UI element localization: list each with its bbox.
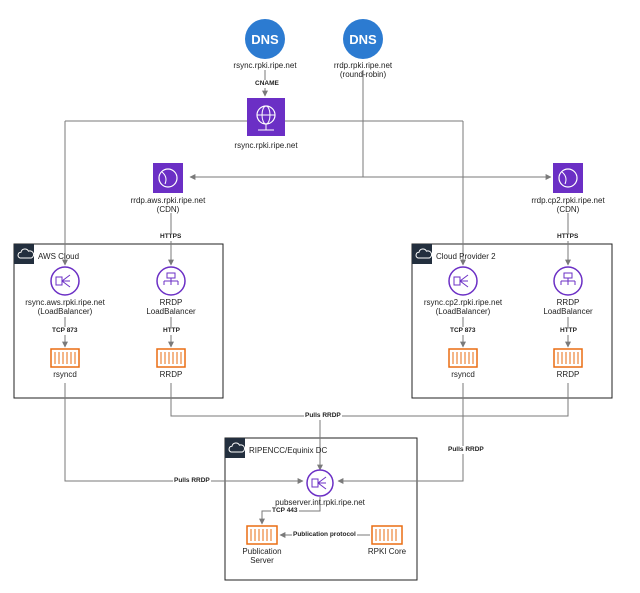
svg-text:DNS: DNS [349, 32, 377, 47]
group-title-ripencc: RIPENCC/Equinix DC [249, 446, 328, 455]
cp2-rrdp-lb-label: RRDP [556, 298, 580, 307]
cdn-cp2-sublabel: (CDN) [556, 205, 580, 214]
rpki-core-label: RPKI Core [367, 547, 407, 556]
cp2-rsync-lb-label: rsync.cp2.rpki.ripe.net [423, 298, 503, 307]
group-title-aws: AWS Cloud [38, 252, 80, 261]
network-service-icon [247, 98, 285, 136]
edge-label-pulls-rrdp-left: Pulls RRDP [173, 477, 211, 485]
ripencc-group [224, 437, 418, 581]
edge-label-tcp873-cp2: TCP 873 [449, 327, 477, 335]
edge-pulls-rrdp-right [337, 383, 464, 484]
cp2-rsyncd-label: rsyncd [451, 370, 475, 379]
cp2-tag [412, 244, 432, 264]
cp2-rrdp-label: RRDP [556, 370, 580, 379]
edge-label-https-aws: HTTPS [159, 233, 183, 241]
dns-icon: DNS [343, 19, 383, 59]
aws-rsync-lb-sublabel: (LoadBalancer) [37, 307, 93, 316]
ripencc-tag [225, 438, 245, 458]
server-icon [246, 525, 278, 545]
aws-cloud-tag [14, 244, 34, 264]
cdn-aws-label: rrdp.aws.rpki.ripe.net [130, 196, 206, 205]
server-icon [50, 348, 80, 368]
edge-label-tcp443: TCP 443 [271, 507, 299, 515]
server-icon [553, 348, 583, 368]
edge-label-pulls-rrdp-right: Pulls RRDP [447, 446, 485, 454]
aws-cloud-group [13, 243, 224, 399]
cdn-aws-sublabel: (CDN) [156, 205, 180, 214]
group-title-cp2: Cloud Provider 2 [436, 252, 496, 261]
edge-label-http-cp2: HTTP [559, 327, 578, 335]
aws-rrdp-label: RRDP [159, 370, 183, 379]
aws-rsyncd-label: rsyncd [53, 370, 77, 379]
rsync-service-label: rsync.rpki.ripe.net [234, 141, 298, 150]
pubserver-label: pubserver.int.rpki.ripe.net [275, 498, 365, 507]
dns-rsync-label: rsync.rpki.ripe.net [233, 61, 297, 70]
edge-label-publication-protocol: Publication protocol [292, 531, 357, 539]
load-balancer-icon [448, 266, 478, 296]
svg-text:DNS: DNS [251, 32, 279, 47]
edge-label-tcp873-aws: TCP 873 [51, 327, 79, 335]
load-balancer-icon [553, 266, 583, 296]
edge-label-http-aws: HTTP [162, 327, 181, 335]
cloud-provider-2-group [411, 243, 613, 399]
server-icon [371, 525, 403, 545]
publication-server-sublabel: Server [250, 556, 274, 565]
dns-icon: DNS [245, 19, 285, 59]
server-icon [448, 348, 478, 368]
edge-pulls-rrdp-top [170, 383, 569, 417]
dns-rrdp-label: rrdp.rpki.ripe.net [333, 61, 393, 70]
cdn-icon [553, 163, 583, 193]
cp2-rrdp-lb-sublabel: LoadBalancer [543, 307, 593, 316]
publication-server-label: Publication [242, 547, 282, 556]
cdn-icon [153, 163, 183, 193]
edge-label-pulls-rrdp-top: Pulls RRDP [304, 412, 342, 420]
edge-label-https-cp2: HTTPS [556, 233, 580, 241]
aws-rrdp-lb-label: RRDP [159, 298, 183, 307]
dns-rrdp-sublabel: (round-robin) [339, 70, 387, 79]
aws-rsync-lb-label: rsync.aws.rpki.ripe.net [25, 298, 105, 307]
server-icon [156, 348, 186, 368]
edge-label-cname: CNAME [254, 80, 280, 88]
load-balancer-icon [156, 266, 186, 296]
load-balancer-icon [50, 266, 80, 296]
aws-rrdp-lb-sublabel: LoadBalancer [146, 307, 196, 316]
edge-pulls-rrdp-left [64, 383, 304, 484]
load-balancer-icon [306, 469, 334, 497]
cdn-cp2-label: rrdp.cp2.rpki.ripe.net [531, 196, 605, 205]
cp2-rsync-lb-sublabel: (LoadBalancer) [435, 307, 491, 316]
